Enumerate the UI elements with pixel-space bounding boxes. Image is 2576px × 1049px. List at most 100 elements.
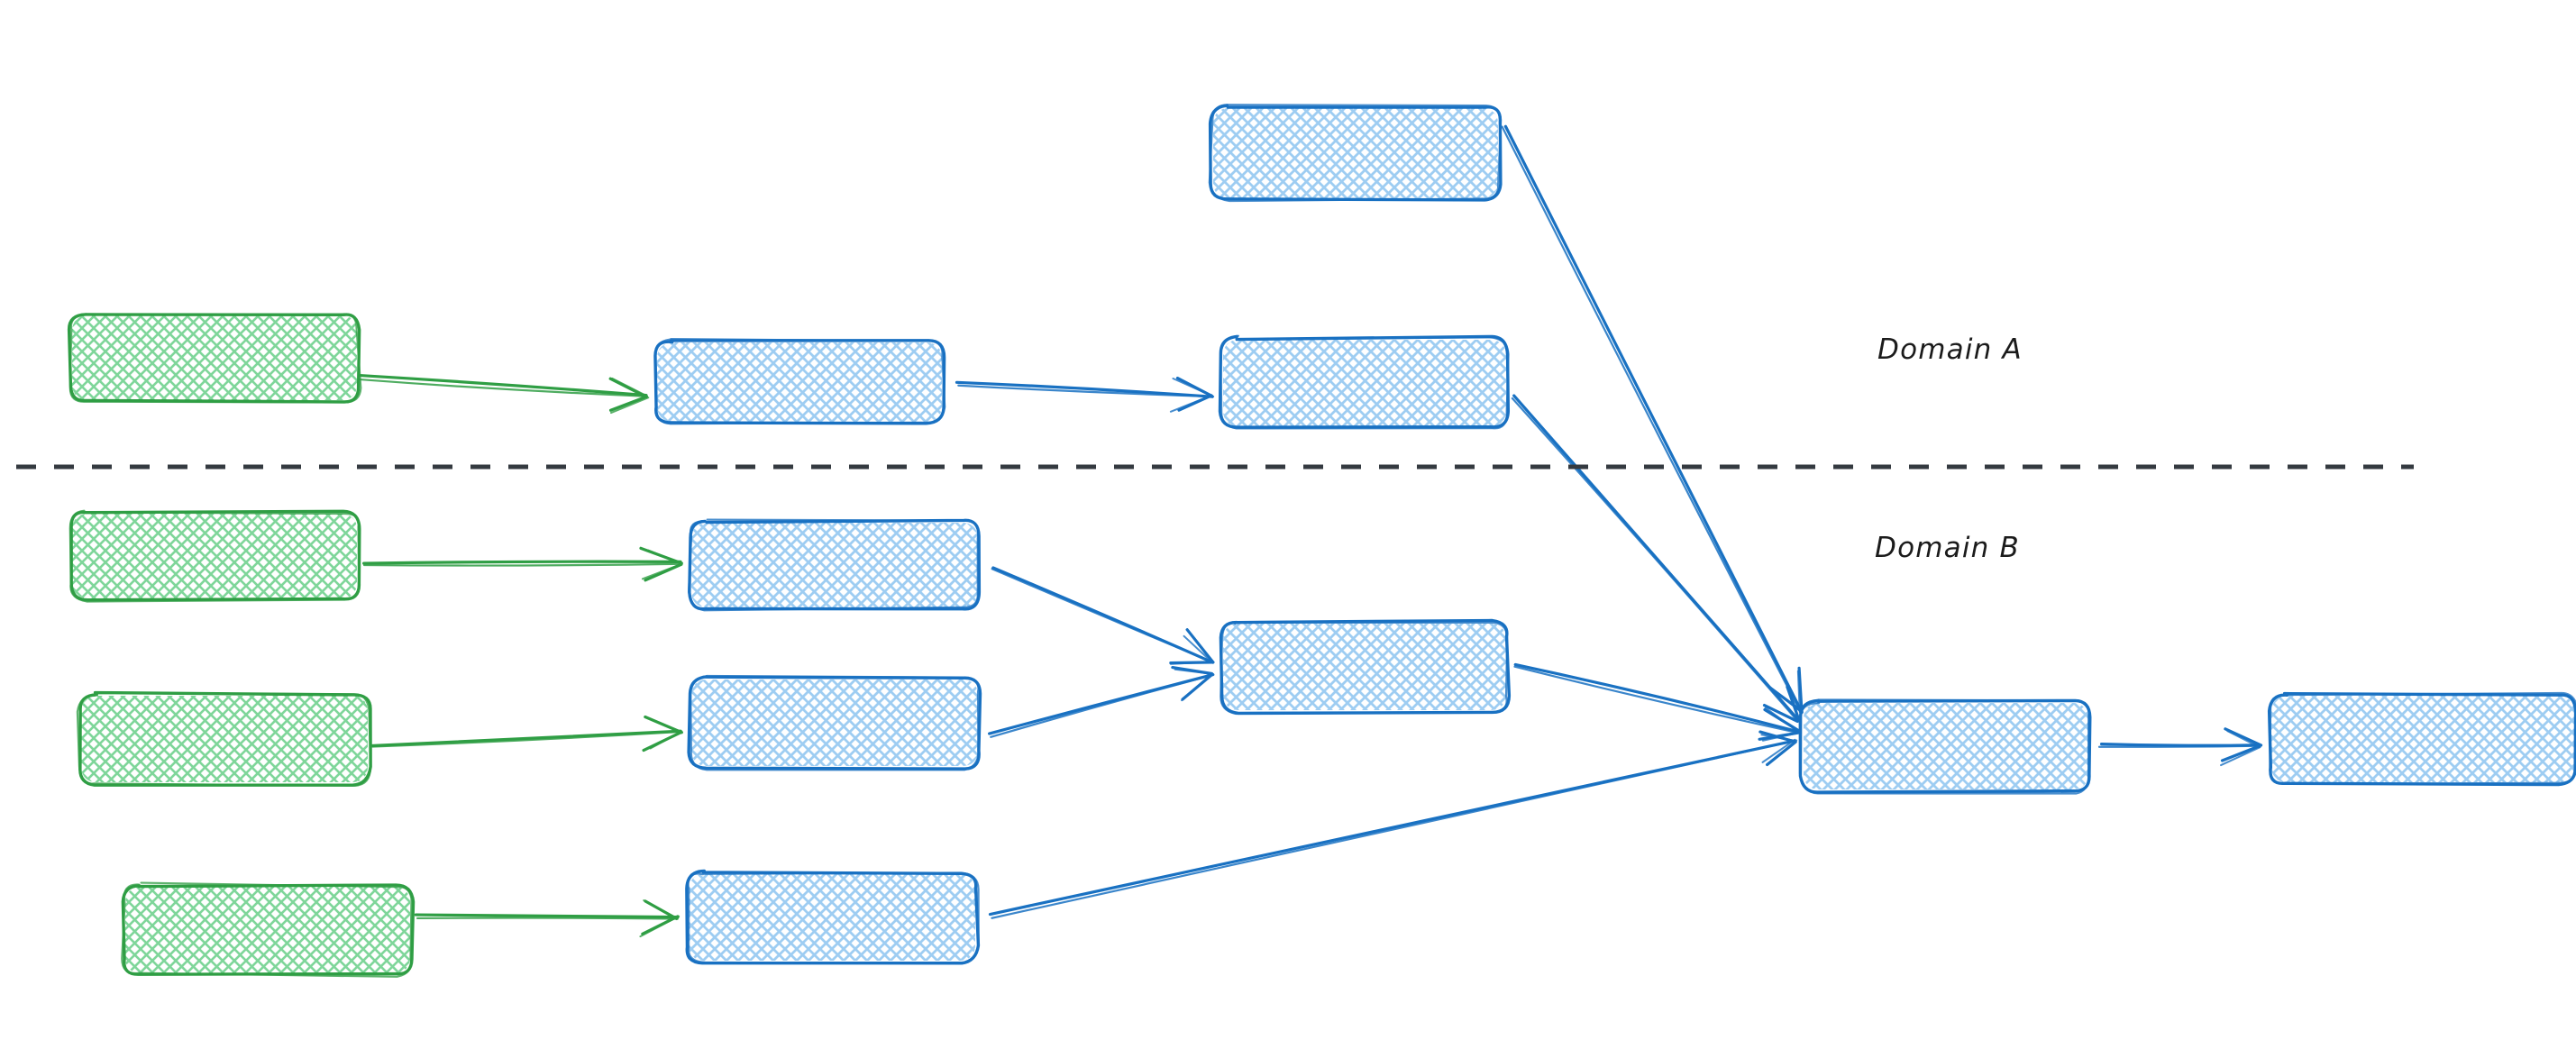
edge-n-a-right-1-to-n-b-sink[interactable] [1511, 394, 1801, 724]
edge-arrowhead [1786, 681, 1801, 722]
node-n-b-out[interactable] [2267, 691, 2576, 787]
edge-arrowhead [641, 562, 683, 580]
node-fill [72, 514, 357, 598]
edge-n-b-src-2-to-n-b-mid-2[interactable] [370, 715, 683, 753]
edge-arrowhead [1766, 740, 1797, 767]
edge-arrowhead [609, 397, 650, 415]
node-outline [69, 313, 362, 404]
node-fill [689, 874, 975, 961]
edge-arrowhead [649, 731, 682, 750]
node-n-b-mid-2[interactable] [687, 674, 982, 771]
edge-shaft [363, 562, 682, 567]
edge-arrowhead [1797, 666, 1804, 714]
node-outline [76, 691, 372, 787]
edge-arrowhead [647, 549, 682, 564]
node-n-b-src-3[interactable] [121, 881, 416, 978]
edge-n-b-hub-1-to-n-b-sink[interactable] [1513, 662, 1800, 742]
edge-arrowhead [643, 899, 679, 919]
edge-shaft [414, 913, 680, 919]
node-n-b-sink[interactable] [1798, 698, 2092, 795]
node-fill [72, 315, 357, 400]
edge-shaft [1503, 124, 1804, 715]
edge-n-b-mid-3-to-n-b-sink[interactable] [988, 730, 1798, 919]
node-n-b-hub-1[interactable] [1219, 618, 1512, 716]
edge-arrowhead [608, 377, 648, 399]
edge-n-b-mid-2-to-n-b-hub-1[interactable] [988, 665, 1215, 738]
edge-shaft [370, 729, 682, 748]
node-fill [691, 523, 978, 607]
edge-arrowhead [2226, 730, 2261, 749]
edge-shaft [991, 568, 1214, 663]
node-outline [69, 509, 361, 603]
node-fill [1223, 340, 1506, 426]
node-n-b-mid-3[interactable] [685, 869, 981, 965]
edge-shaft [362, 560, 682, 565]
edge-shaft [359, 378, 648, 397]
edge-arrowhead [2220, 746, 2261, 767]
edge-arrowhead [1183, 634, 1214, 664]
edge-arrowhead [1181, 673, 1213, 702]
edge-n-b-mid-1-to-n-b-hub-1[interactable] [991, 566, 1215, 665]
edge-arrowhead [611, 377, 648, 397]
node-n-a-src-1[interactable] [67, 313, 362, 404]
edge-arrowhead [639, 915, 681, 938]
node-fill [1804, 703, 2088, 789]
node-outline [654, 338, 946, 425]
edge-shaft [1513, 662, 1799, 734]
node-outline [1219, 621, 1509, 716]
node-n-b-src-1[interactable] [69, 509, 361, 603]
edge-n-b-src-1-to-n-b-mid-1[interactable] [362, 546, 683, 582]
node-fill [1223, 624, 1506, 710]
edge-arrowhead [608, 395, 648, 412]
edge-shaft [991, 739, 1798, 919]
edge-shaft [371, 730, 683, 748]
edge-arrowhead [1169, 661, 1215, 665]
edge-shaft [416, 917, 679, 920]
edge-shaft [1501, 125, 1802, 714]
node-fill [691, 680, 978, 766]
nodes-layer [67, 104, 2576, 978]
node-outline [687, 871, 980, 965]
node-n-b-src-2[interactable] [76, 690, 372, 787]
edge-arrowhead [1760, 734, 1796, 742]
node-n-a-right-1[interactable] [1218, 334, 1511, 430]
edges-layer [358, 124, 2263, 938]
edge-shaft [1512, 394, 1800, 722]
edge-arrowhead [644, 716, 681, 733]
edge-n-a-top-1-to-n-b-sink[interactable] [1501, 124, 1804, 715]
node-fill [2271, 696, 2574, 782]
edge-arrowhead [2224, 727, 2263, 747]
edge-shaft [2097, 744, 2261, 748]
domain-b-label: Domain B [1875, 532, 2021, 564]
edge-arrowhead [1764, 707, 1799, 733]
edge-arrowhead [1761, 738, 1796, 763]
edge-shaft [957, 384, 1213, 398]
node-n-a-mid-1[interactable] [653, 338, 946, 425]
edge-n-b-sink-to-n-b-out[interactable] [2097, 727, 2263, 767]
node-fill [657, 342, 942, 422]
edge-arrowhead [1185, 628, 1215, 664]
edge-arrowhead [1169, 394, 1212, 413]
edge-n-a-src-1-to-n-a-mid-1[interactable] [358, 373, 650, 415]
edge-shaft [1513, 665, 1799, 734]
edge-n-b-src-3-to-n-b-mid-3[interactable] [414, 899, 681, 938]
edge-arrowhead [1174, 668, 1213, 675]
edge-arrowhead [1764, 705, 1799, 722]
node-n-a-top-1[interactable] [1208, 104, 1503, 203]
node-fill [125, 887, 410, 973]
edge-n-a-mid-1-to-n-a-right-1[interactable] [955, 376, 1215, 413]
edge-arrowhead [1796, 670, 1801, 714]
edge-arrowhead [2220, 744, 2261, 762]
edge-shaft [1511, 397, 1799, 723]
node-outline [2269, 691, 2576, 786]
node-outline [688, 518, 980, 612]
node-n-b-mid-1[interactable] [688, 518, 982, 612]
node-fill [81, 696, 368, 782]
node-outline [121, 881, 413, 978]
edge-arrowhead [1172, 377, 1215, 398]
domain-a-label: Domain A [1877, 333, 2023, 366]
node-outline [689, 674, 980, 771]
node-fill [1213, 108, 1498, 198]
